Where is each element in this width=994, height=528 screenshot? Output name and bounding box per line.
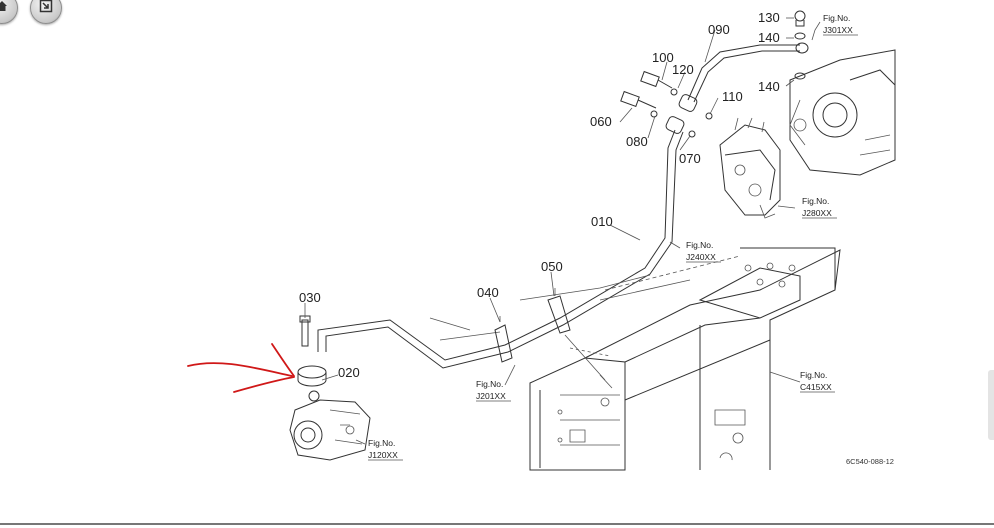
return-pipe-090 [687,42,809,103]
part-130-label: 130 [758,10,780,25]
fittings [620,70,713,138]
leader-lines [304,17,821,445]
figure-references: Fig.No. J301XX Fig.No. J280XX Fig.No. J2… [368,13,858,461]
part-020-label: 020 [338,365,360,380]
part-140-label: 140 [758,30,780,45]
svg-text:Fig.No.: Fig.No. [802,196,829,206]
fig-ref-j280: Fig.No. J280XX [802,196,837,219]
red-annotation-arrow [187,343,295,393]
home-icon [0,0,8,17]
svg-text:Fig.No.: Fig.No. [686,240,713,250]
fig-ref-j201: Fig.No. J201XX [476,379,511,402]
svg-text:J240XX: J240XX [686,252,716,262]
part-010-label: 010 [591,214,613,229]
drawing-code: 6C540-088-12 [846,457,894,466]
fig-ref-c415: Fig.No. C415XX [800,370,835,393]
part-070-label: 070 [679,151,701,166]
part-060-label: 060 [590,114,612,129]
fit-screen-icon [39,0,53,18]
svg-text:J301XX: J301XX [823,25,853,35]
part-050-label: 050 [541,259,563,274]
rear-housing [789,10,896,176]
svg-text:Fig.No.: Fig.No. [476,379,503,389]
svg-text:J280XX: J280XX [802,208,832,218]
frame-assembly [529,247,841,471]
hydraulic-hose-010 [317,129,741,369]
svg-text:J120XX: J120XX [368,450,398,460]
part-030-label: 030 [299,290,321,305]
svg-text:Fig.No.: Fig.No. [368,438,395,448]
bottom-divider [0,523,994,525]
part-110-label: 110 [722,89,743,104]
part-140-label-lower: 140 [758,79,780,94]
svg-text:C415XX: C415XX [800,382,832,392]
control-valve [719,117,781,219]
part-080-label: 080 [626,134,648,149]
fig-ref-j240: Fig.No. J240XX [686,240,721,263]
svg-text:Fig.No.: Fig.No. [800,370,827,380]
hydraulic-pump [289,315,371,461]
part-number-labels: 010 020 030 040 050 060 070 080 090 100 … [299,10,780,380]
fig-ref-j301: Fig.No. J301XX [823,13,858,36]
scrollbar-handle[interactable] [988,370,994,440]
clamps [494,288,571,363]
part-120-label: 120 [672,62,694,77]
part-100-label: 100 [652,50,674,65]
svg-text:Fig.No.: Fig.No. [823,13,850,23]
part-090-label: 090 [708,22,730,37]
part-040-label: 040 [477,285,499,300]
svg-text:J201XX: J201XX [476,391,506,401]
fig-ref-j120: Fig.No. J120XX [368,438,403,461]
